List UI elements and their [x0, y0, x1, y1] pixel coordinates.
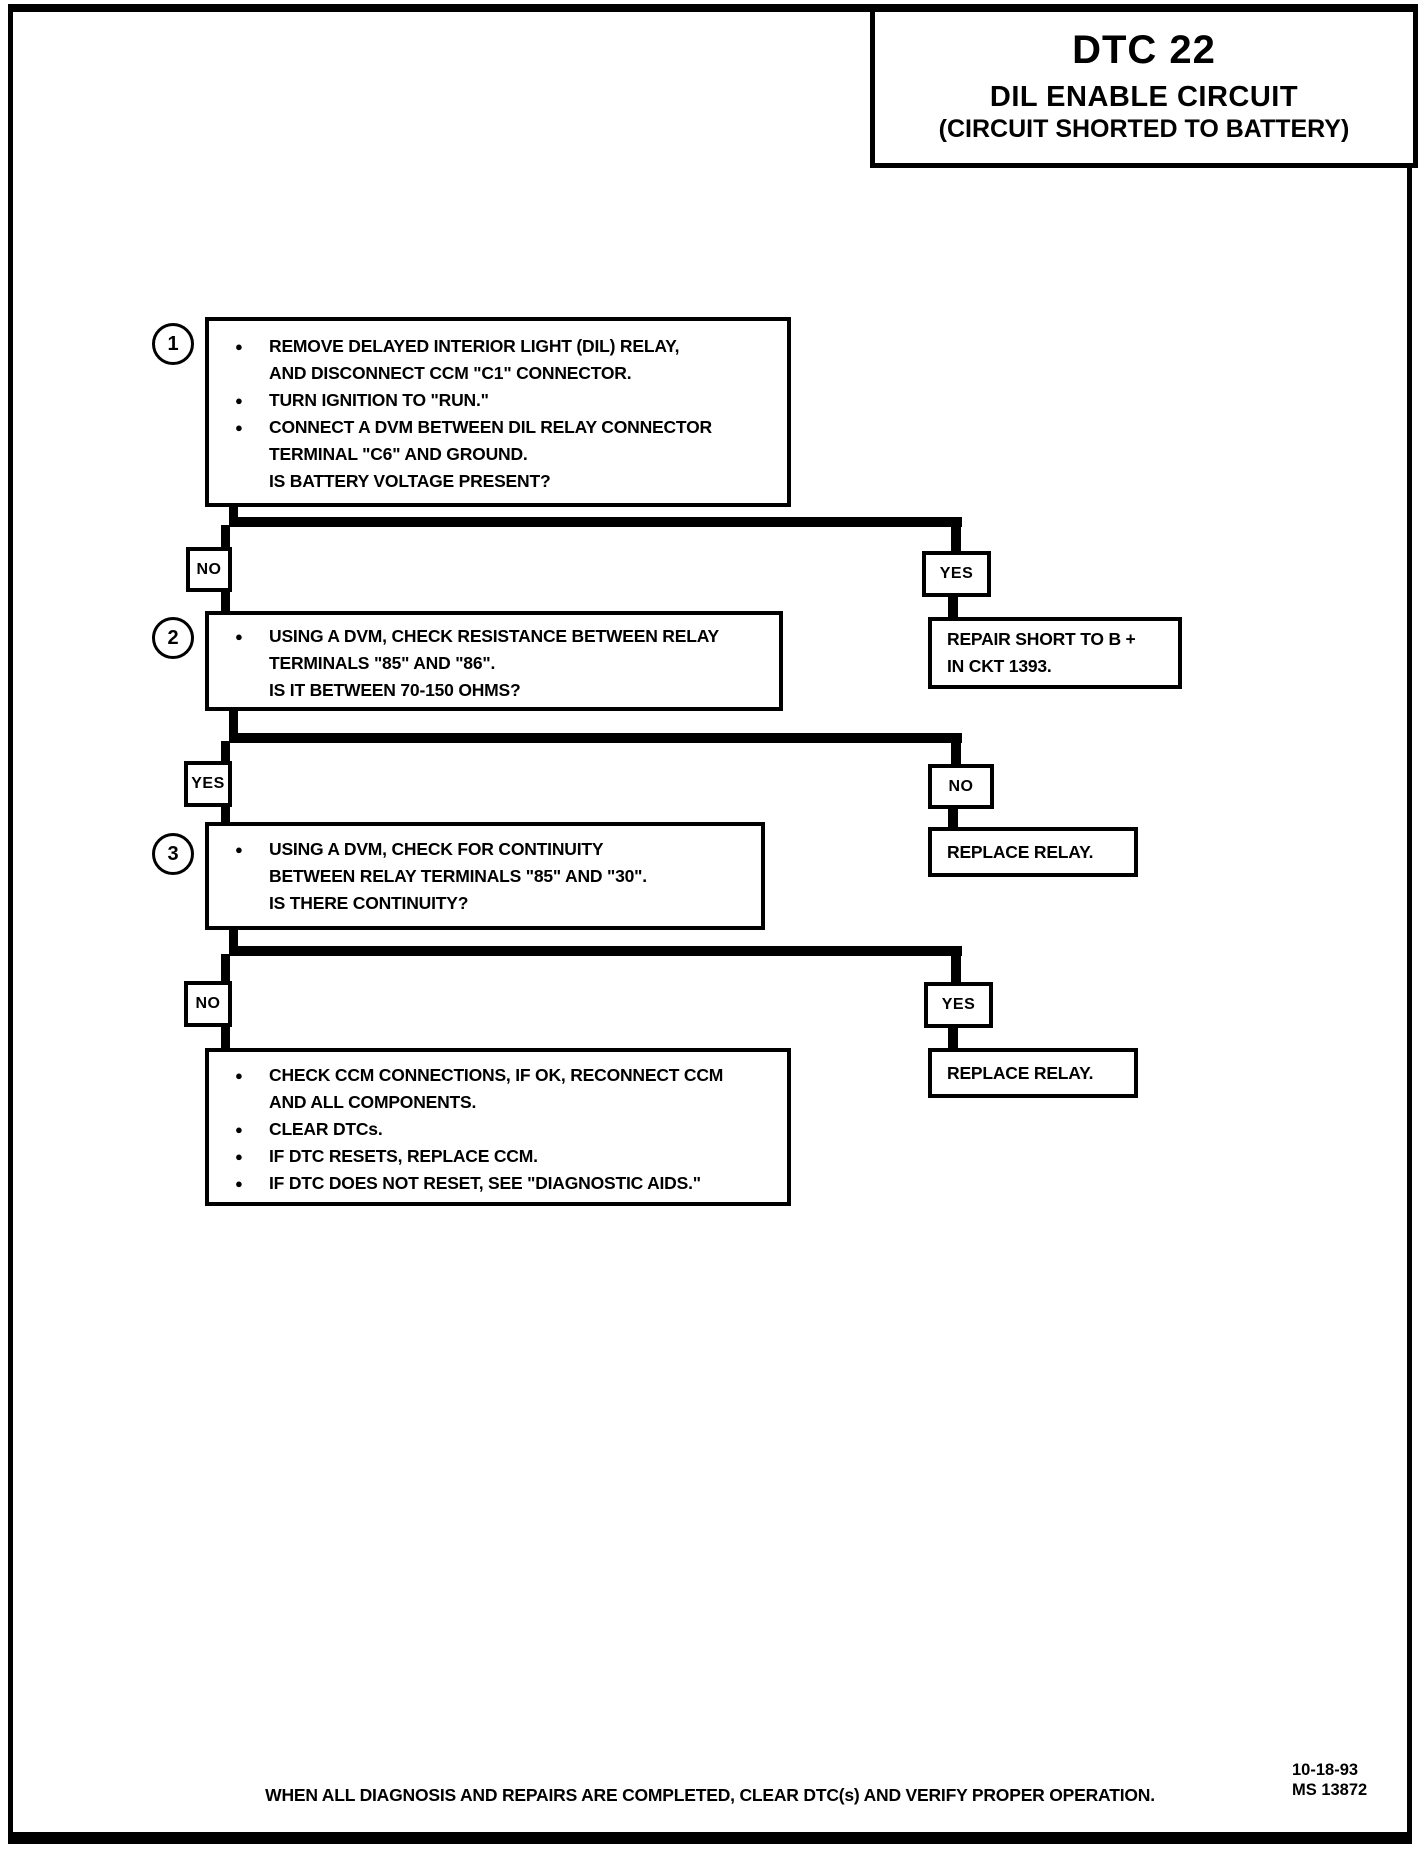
connector-line	[951, 523, 961, 555]
yes-label: YES	[922, 551, 991, 597]
step-number-2: 2	[152, 617, 194, 659]
footer-note: WHEN ALL DIAGNOSIS AND REPAIRS ARE COMPL…	[265, 1785, 1155, 1805]
instruction-line: ● USING A DVM, CHECK RESISTANCE BETWEEN …	[209, 623, 779, 650]
bullet-icon: ●	[235, 1149, 243, 1164]
step-number-1: 1	[152, 323, 194, 365]
revision-reference: 10-18-93 MS 13872	[1292, 1760, 1367, 1800]
bullet-icon: ●	[235, 629, 243, 644]
bullet-icon: ●	[235, 420, 243, 435]
instruction-line: AND DISCONNECT CCM "C1" CONNECTOR.	[209, 360, 787, 387]
bullet-icon: ●	[235, 842, 243, 857]
instruction-line: ● IF DTC RESETS, REPLACE CCM.	[209, 1143, 787, 1170]
no-label: NO	[928, 764, 994, 809]
bullet-icon: ●	[235, 393, 243, 408]
connector-line	[951, 953, 961, 984]
connector-line	[221, 954, 230, 983]
step-number-3: 3	[152, 833, 194, 875]
bullet-icon	[209, 650, 269, 677]
connector-line	[948, 595, 958, 619]
connector-line	[221, 741, 230, 763]
question-line: IS THERE CONTINUITY?	[209, 890, 761, 917]
bullet-icon	[209, 1089, 269, 1116]
instruction-line: TERMINALS "85" AND "86".	[209, 650, 779, 677]
bullet-icon: ●	[235, 1068, 243, 1083]
step-3-instructions-box: ● USING A DVM, CHECK FOR CONTINUITY BETW…	[205, 822, 765, 930]
repair-short-action-box: REPAIR SHORT TO B + IN CKT 1393.	[928, 617, 1182, 689]
bullet-icon	[209, 468, 269, 495]
yes-label: YES	[184, 761, 232, 807]
instruction-line: ● CONNECT A DVM BETWEEN DIL RELAY CONNEC…	[209, 414, 787, 441]
connector-line	[221, 590, 230, 613]
instruction-line: ● TURN IGNITION TO "RUN."	[209, 387, 787, 414]
no-label: NO	[186, 547, 232, 592]
connector-line	[229, 946, 962, 956]
instruction-line: ● CHECK CCM CONNECTIONS, IF OK, RECONNEC…	[209, 1062, 787, 1089]
connector-line	[221, 1025, 230, 1050]
yes-label: YES	[924, 982, 993, 1028]
connector-line	[948, 807, 958, 829]
page-border	[8, 4, 1412, 1844]
no-label: NO	[184, 981, 232, 1027]
step-2-instructions-box: ● USING A DVM, CHECK RESISTANCE BETWEEN …	[205, 611, 783, 711]
connector-line	[951, 740, 961, 766]
fault-description: (CIRCUIT SHORTED TO BATTERY)	[938, 115, 1350, 143]
bullet-icon	[209, 677, 269, 704]
bullet-icon	[209, 863, 269, 890]
instruction-line: AND ALL COMPONENTS.	[209, 1089, 787, 1116]
connector-line	[229, 503, 238, 525]
instruction-line: ● IF DTC DOES NOT RESET, SEE "DIAGNOSTIC…	[209, 1170, 787, 1197]
connector-line	[229, 928, 238, 952]
bullet-icon: ●	[235, 1176, 243, 1191]
circuit-title: DIL ENABLE CIRCUIT	[989, 81, 1299, 113]
title-box: DTC 22 DIL ENABLE CIRCUIT (CIRCUIT SHORT…	[870, 4, 1418, 168]
connector-line	[229, 733, 962, 743]
bullet-icon	[209, 890, 269, 917]
bullet-icon: ●	[235, 339, 243, 354]
connector-line	[229, 708, 238, 739]
connector-line	[221, 525, 230, 549]
dtc-code: DTC 22	[1072, 28, 1216, 72]
question-line: IS BATTERY VOLTAGE PRESENT?	[209, 468, 787, 495]
final-instructions-box: ● CHECK CCM CONNECTIONS, IF OK, RECONNEC…	[205, 1048, 791, 1206]
instruction-line: BETWEEN RELAY TERMINALS "85" AND "30".	[209, 863, 761, 890]
instruction-line: ● USING A DVM, CHECK FOR CONTINUITY	[209, 836, 761, 863]
question-line: IS IT BETWEEN 70-150 OHMS?	[209, 677, 779, 704]
instruction-line: ● CLEAR DTCs.	[209, 1116, 787, 1143]
bullet-icon	[209, 360, 269, 387]
step-1-instructions-box: ● REMOVE DELAYED INTERIOR LIGHT (DIL) RE…	[205, 317, 791, 507]
replace-relay-action-box-1: REPLACE RELAY.	[928, 827, 1138, 877]
connector-line	[948, 1026, 958, 1050]
bullet-icon: ●	[235, 1122, 243, 1137]
document-number: MS 13872	[1292, 1781, 1368, 1799]
instruction-line: ● REMOVE DELAYED INTERIOR LIGHT (DIL) RE…	[209, 333, 787, 360]
connector-line	[221, 805, 230, 824]
revision-date: 10-18-93	[1292, 1761, 1359, 1779]
instruction-line: TERMINAL "C6" AND GROUND.	[209, 441, 787, 468]
connector-line	[229, 517, 962, 527]
bullet-icon	[209, 441, 269, 468]
replace-relay-action-box-2: REPLACE RELAY.	[928, 1048, 1138, 1098]
